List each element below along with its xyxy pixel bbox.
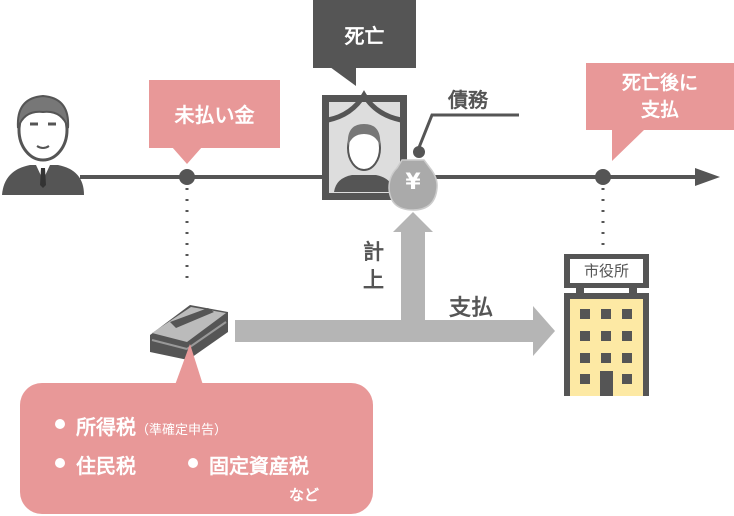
death-callout <box>313 0 416 86</box>
record-label: 計 上 <box>363 238 384 294</box>
debt-leader-line <box>416 113 519 151</box>
after-death-label: 死亡後に 支払 <box>586 70 734 124</box>
record-line1: 計 <box>363 240 384 264</box>
unpaid-callout <box>149 80 280 164</box>
death-label: 死亡 <box>344 24 385 48</box>
income-tax-note: （準確定申告） <box>136 423 228 438</box>
after-death-point <box>595 169 611 185</box>
payment-label: 支払 <box>449 296 494 321</box>
unpaid-label: 未払い金 <box>174 103 255 127</box>
city-hall-icon <box>564 254 649 396</box>
city-hall-label: 市役所 <box>583 262 629 280</box>
payment-arrow <box>235 306 555 356</box>
person-icon <box>2 94 84 195</box>
tax-etc: など <box>289 486 320 504</box>
after-death-line2: 支払 <box>640 99 679 121</box>
tax-item-property: 固定資産税 <box>209 454 309 478</box>
money-bag-icon <box>388 146 438 211</box>
money-bundle-icon <box>150 305 228 360</box>
income-tax-label: 所得税 <box>76 415 136 439</box>
after-death-callout <box>586 63 734 161</box>
unpaid-point <box>179 169 195 185</box>
record-line2: 上 <box>363 268 384 292</box>
yen-icon: ¥ <box>405 170 421 195</box>
tax-item-resident: 住民税 <box>76 454 136 478</box>
memorial-portrait-icon <box>322 90 407 200</box>
debt-label: 債務 <box>448 88 488 112</box>
tax-callout <box>20 344 373 514</box>
tax-item-income: 所得税（準確定申告） <box>76 411 227 440</box>
after-death-line1: 死亡後に <box>621 72 698 94</box>
